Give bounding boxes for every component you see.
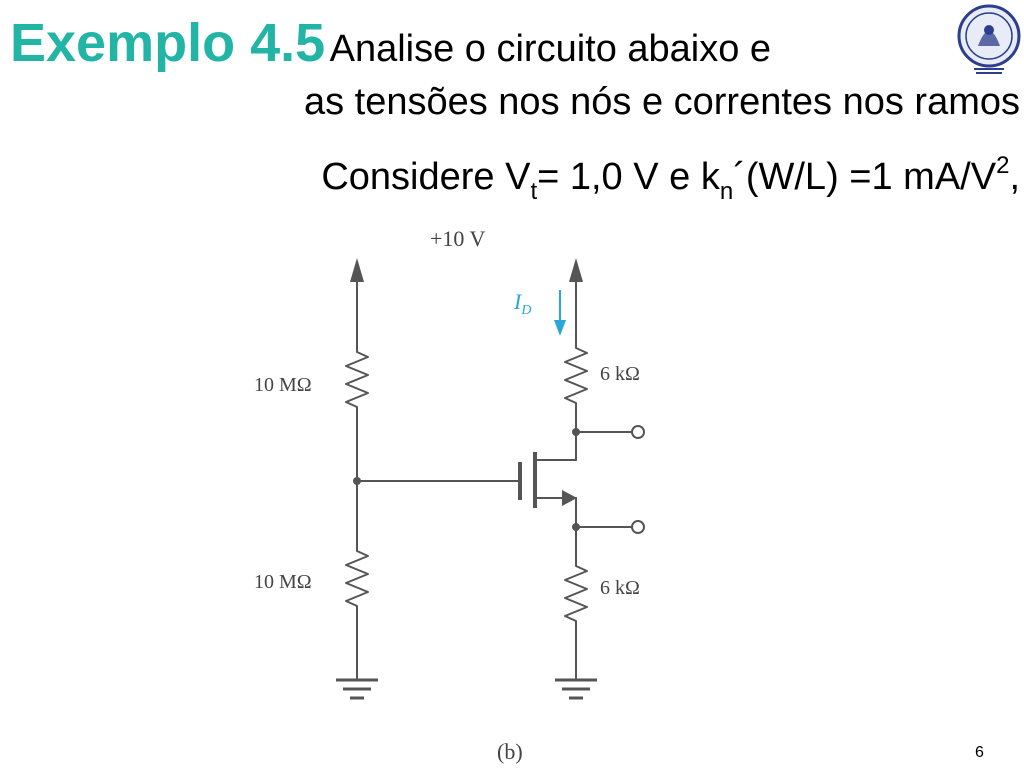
line3-part2: = 1,0 V e k — [537, 156, 720, 198]
v-squared-superscript: 2 — [996, 152, 1010, 179]
university-seal-logo — [957, 4, 1021, 74]
mosfet-source-arrow — [562, 490, 577, 506]
left-ground-symbol — [336, 678, 378, 700]
line3-part1: Considere V — [321, 156, 531, 198]
gate-node-dot — [353, 477, 361, 485]
resistor-bottom-left-label: 10 MΩ — [254, 571, 312, 593]
kn-subscript: n — [719, 178, 734, 205]
page-number: 6 — [975, 744, 984, 761]
drain-node-dot — [572, 428, 580, 436]
source-node-dot — [572, 523, 580, 531]
left-supply-arrow — [350, 258, 364, 282]
statement-line-2: as tensões nos nós e correntes nos ramos — [303, 81, 1020, 123]
resistor-drain-label: 6 kΩ — [600, 363, 640, 385]
resistor-bottom-left-zigzag — [345, 544, 369, 613]
resistor-source-label: 6 kΩ — [600, 577, 640, 599]
resistor-source-zigzag — [564, 559, 588, 628]
resistor-drain-zigzag — [564, 341, 588, 410]
line3-part3: ´(W/L) =1 mA/V — [733, 156, 997, 198]
resistor-top-left-zigzag — [345, 345, 369, 414]
source-output-terminal — [631, 520, 645, 534]
title-statement: Analise o circuito abaixo e — [329, 28, 772, 70]
supply-voltage-label: +10 V — [430, 226, 486, 251]
vt-subscript: t — [530, 178, 538, 205]
right-ground-symbol — [555, 678, 597, 700]
statement-line-3: Considere Vt= 1,0 V e kn´(W/L) =1 mA/V2, — [321, 152, 1020, 205]
resistor-top-left-label: 10 MΩ — [254, 374, 312, 396]
slide-title: Exemplo 4.5 Analise o circuito abaixo e — [10, 4, 1020, 82]
drain-output-terminal — [631, 425, 645, 439]
current-label: ID — [513, 289, 531, 318]
figure-caption: (b) — [497, 739, 523, 764]
current-arrow-head — [554, 320, 566, 336]
line3-part4: , — [1009, 156, 1020, 198]
right-supply-arrow — [569, 258, 583, 282]
example-number: Exemplo 4.5 — [10, 13, 326, 73]
